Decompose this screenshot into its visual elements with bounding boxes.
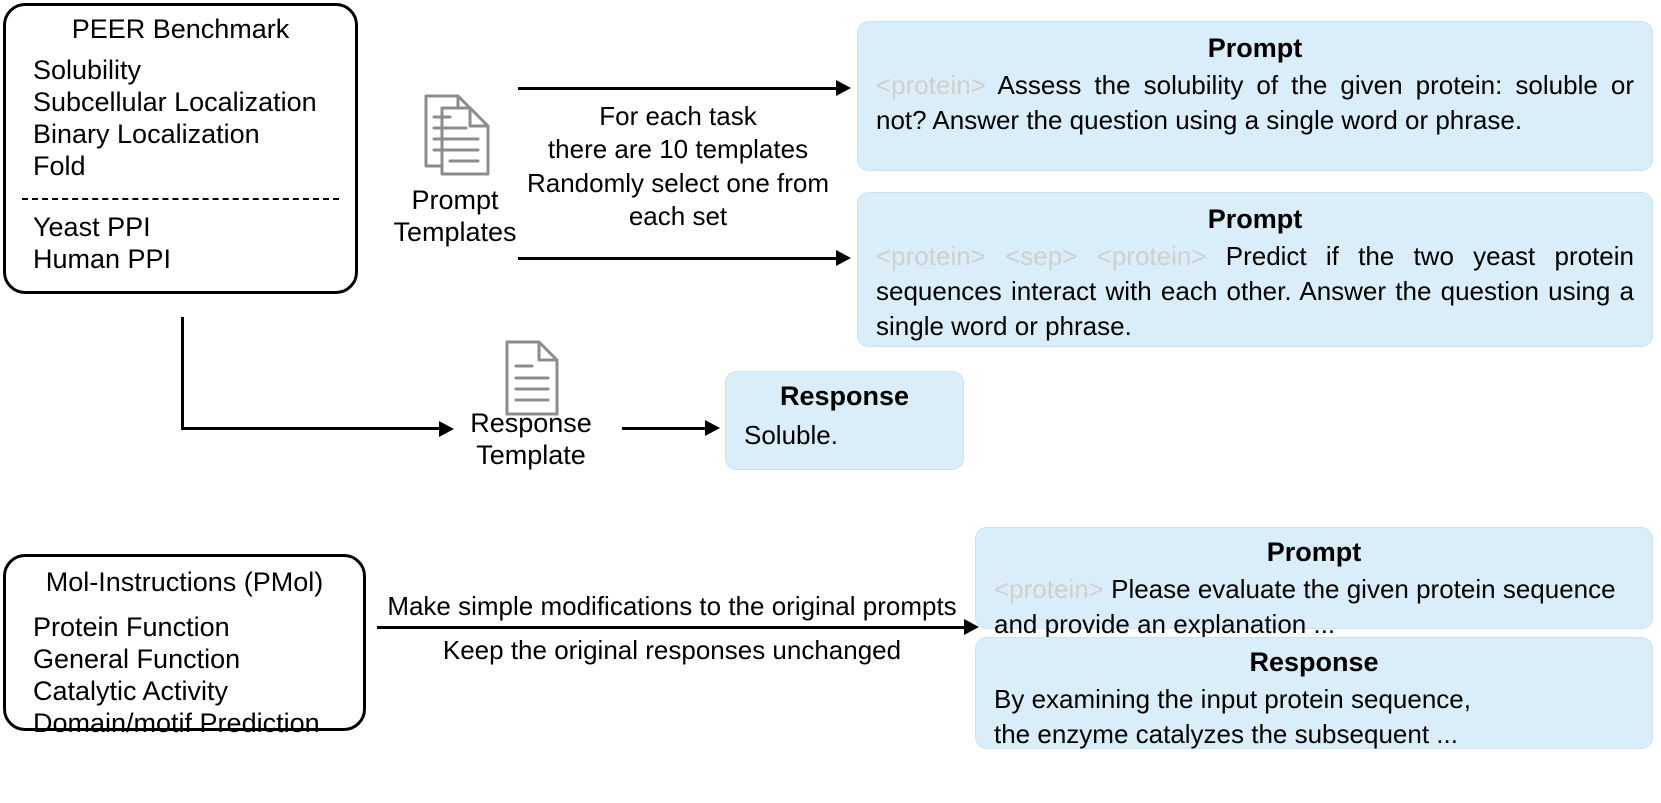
pmol-prompt-card: Prompt <protein> Please evaluate the giv… — [975, 527, 1653, 639]
caption-line-4: each set — [628, 200, 728, 231]
mol-instructions-task-list: Protein Function General Function Cataly… — [33, 612, 363, 739]
peer-solubility-prompt-card: Prompt <protein> Assess the solubility o… — [857, 21, 1653, 171]
mol-instructions-box: Mol-Instructions (PMol) Protein Function… — [3, 554, 366, 738]
peer-ppi-prompt-card: Prompt <protein> <sep> <protein> Predict… — [857, 192, 1653, 347]
response-template-icon — [505, 340, 559, 416]
peer-response-text: Soluble. — [744, 420, 838, 451]
card-title-prompt: Prompt — [1266, 537, 1362, 567]
peer-task-item: Binary Localization — [33, 118, 260, 149]
arrow-pmol-line — [377, 626, 967, 629]
pmol-task-item: Catalytic Activity — [33, 675, 229, 706]
card-title-response: Response — [779, 381, 910, 411]
pmol-response-line-1: By examining the input protein sequence, — [994, 684, 1471, 715]
arrow-response-template-to-card-line — [622, 427, 707, 430]
peer-task-item: Yeast PPI — [33, 212, 151, 243]
peer-task-item: Fold — [33, 150, 86, 181]
mol-instructions-title: Mol-Instructions (PMol) — [45, 567, 324, 597]
protein-token-2: <protein> — [1096, 241, 1207, 272]
protein-token: <protein> — [876, 70, 986, 101]
peer-solubility-prompt-body: Assess the solubility of the given prote… — [876, 70, 1634, 135]
pmol-caption-below: Keep the original responses unchanged — [377, 634, 967, 668]
protein-token: <protein> — [994, 574, 1104, 605]
pmol-prompt-body: Please evaluate the given protein sequen… — [994, 574, 1616, 639]
peer-benchmark-title: PEER Benchmark — [71, 14, 290, 44]
prompt-templates-label: Prompt Templates — [390, 185, 520, 249]
card-title-response: Response — [1249, 647, 1379, 677]
peer-group-divider — [22, 198, 339, 201]
response-template-label: Response Template — [458, 408, 604, 472]
card-title-prompt: Prompt — [1207, 204, 1303, 234]
peer-ppi-prompt-body: Predict if the two yeast protein sequenc… — [876, 241, 1634, 341]
elbow-connector-vertical — [181, 317, 184, 430]
peer-benchmark-box: PEER Benchmark Solubility Subcellular Lo… — [3, 3, 358, 294]
dashed-divider-line — [22, 198, 339, 201]
peer-task-group-a: Solubility Subcellular Localization Bina… — [33, 55, 355, 182]
pmol-caption-above: Make simple modifications to the origina… — [377, 590, 967, 624]
arrow-pmol-head — [964, 619, 979, 635]
peer-task-item: Human PPI — [33, 244, 172, 275]
arrow-templates-to-ppi-line — [518, 257, 838, 260]
peer-task-item: Solubility — [33, 55, 142, 86]
elbow-connector-head — [439, 421, 454, 437]
pmol-task-item: Protein Function — [33, 612, 230, 643]
pmol-response-text: By examining the input protein sequence,… — [994, 682, 1634, 751]
arrow-templates-to-prompt-line — [518, 87, 838, 90]
caption-line-3: Randomly select one from — [526, 167, 830, 198]
response-template-label-line1: Response — [470, 408, 592, 438]
peer-task-group-b: Yeast PPI Human PPI — [33, 212, 355, 276]
peer-ppi-prompt-text: <protein> <sep> <protein> Predict if the… — [876, 239, 1634, 343]
pmol-response-line-2: the enzyme catalyzes the subsequent ... — [994, 718, 1458, 749]
pmol-task-item: General Function — [33, 643, 241, 674]
peer-solubility-prompt-text: <protein> Assess the solubility of the g… — [876, 68, 1634, 137]
prompt-templates-label-line2: Templates — [393, 216, 517, 247]
pmol-task-item: Domain/motif Prediction — [33, 707, 320, 738]
arrow-templates-to-prompt-head — [836, 80, 851, 96]
pmol-caption-above-text: Make simple modifications to the origina… — [387, 591, 957, 621]
pmol-prompt-text: <protein> Please evaluate the given prot… — [994, 572, 1634, 641]
sep-token: <sep> — [1005, 241, 1078, 272]
peer-response-card: Response Soluble. — [725, 371, 964, 470]
card-title-prompt: Prompt — [1207, 33, 1303, 63]
response-template-label-line2: Template — [476, 439, 586, 470]
caption-line-2: there are 10 templates — [547, 134, 809, 165]
arrow-templates-to-ppi-head — [836, 250, 851, 266]
pmol-response-card: Response By examining the input protein … — [975, 637, 1653, 749]
templates-arrow-caption: For each task there are 10 templates Ran… — [518, 100, 838, 233]
prompt-templates-label-line1: Prompt — [411, 185, 499, 215]
arrow-response-template-to-card-head — [705, 420, 720, 436]
prompt-templates-icon — [424, 94, 490, 176]
elbow-connector-horizontal — [181, 427, 441, 430]
protein-token-1: <protein> — [876, 241, 986, 272]
caption-line-1: For each task — [599, 101, 757, 131]
peer-task-item: Subcellular Localization — [33, 86, 317, 117]
pmol-caption-below-text: Keep the original responses unchanged — [442, 635, 902, 665]
